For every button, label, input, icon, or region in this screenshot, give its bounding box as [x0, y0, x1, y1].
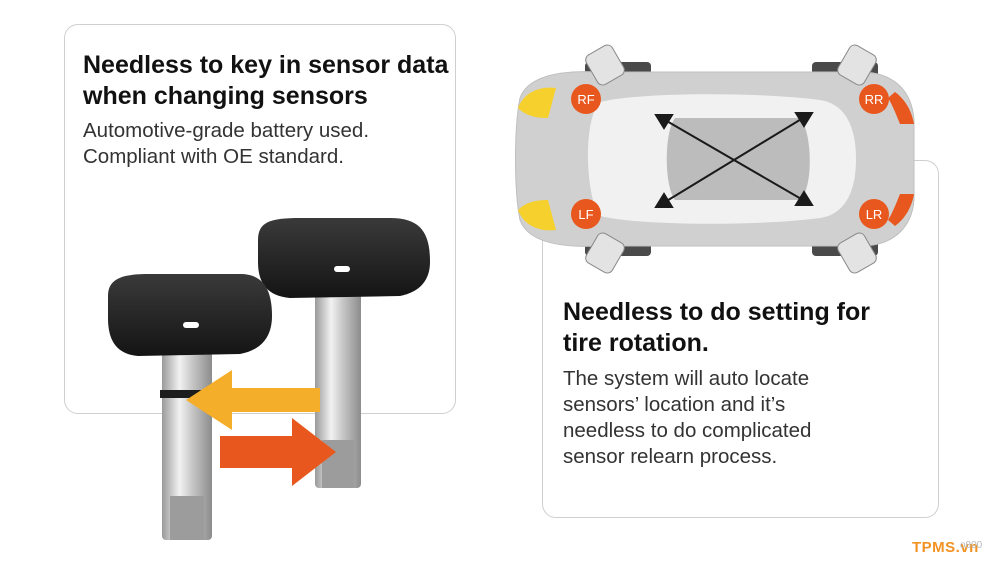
- sensor-data-headline-line1: Needless to key in sensor data: [83, 51, 449, 79]
- sensor-icon-rear-left: [837, 232, 877, 274]
- brand-watermark: TPMS.vn: [912, 539, 979, 556]
- sensor-old-indicator: [183, 322, 199, 328]
- watermark-tag: o800: [960, 540, 983, 551]
- rotation-arrow-diagonal-2: [664, 117, 804, 203]
- sensor-icon-front-right: [585, 44, 625, 86]
- badge-label-rear-left: LR: [866, 207, 883, 222]
- arrow-head-2: [794, 190, 814, 206]
- arrow-head-3: [654, 192, 674, 208]
- sensor-icon-rear-right: [837, 44, 877, 86]
- tire-rotation-description-line4: sensor relearn process.: [563, 445, 778, 468]
- sensor-data-description: Automotive-grade battery used. Compliant…: [83, 118, 443, 170]
- arrow-head-1: [654, 114, 674, 130]
- tire-rotation-description-line2: sensors’ location and it’s: [563, 393, 786, 416]
- sensor-new-housing: [258, 218, 430, 298]
- tire-rotation-headline-line2: tire rotation.: [563, 329, 709, 357]
- sensor-new: [258, 218, 430, 488]
- sensor-data-headline-line2: when changing sensors: [83, 82, 368, 110]
- tire-rotation-headline: Needless to do setting for tire rotation…: [563, 297, 923, 359]
- sensor-data-description-line2: Compliant with OE standard.: [83, 145, 344, 168]
- taillight-left: [888, 194, 914, 226]
- headlight-left: [518, 200, 556, 231]
- arrow-head-4: [794, 112, 814, 128]
- badge-rear-right: [859, 84, 889, 114]
- sensor-replacement-illustration: [108, 218, 430, 540]
- sensor-data-headline: Needless to key in sensor data when chan…: [83, 50, 463, 112]
- badge-label-rear-right: RR: [865, 92, 884, 107]
- arrow-swap-right: [220, 418, 336, 486]
- wheel-sensor-icons: [585, 44, 877, 274]
- badge-label-front-left: LF: [578, 207, 593, 222]
- badge-front-left: [571, 199, 601, 229]
- sensor-icon-front-left: [585, 232, 625, 274]
- badge-label-front-right: RF: [577, 92, 594, 107]
- taillight-right: [888, 92, 914, 124]
- tire-rotation-description: The system will auto locate sensors’ loc…: [563, 366, 893, 470]
- sensor-data-description-line1: Automotive-grade battery used.: [83, 119, 370, 142]
- arrow-swap-left: [186, 370, 320, 430]
- car-top-view: RF RR LF LR: [515, 44, 915, 274]
- tire-rotation-headline-line1: Needless to do setting for: [563, 298, 870, 326]
- sensor-new-valve-stem: [315, 292, 361, 488]
- rotation-arrows: [654, 112, 814, 208]
- badge-rear-left: [859, 199, 889, 229]
- sensor-old-housing: [108, 274, 272, 356]
- sensor-new-indicator: [334, 266, 350, 272]
- headlight-right: [518, 87, 556, 118]
- sensor-old-valve-cap: [170, 496, 204, 540]
- tire-rotation-description-line3: needless to do complicated: [563, 419, 812, 442]
- tire-rotation-description-line1: The system will auto locate: [563, 367, 810, 390]
- badge-front-right: [571, 84, 601, 114]
- sensor-old-ring: [160, 390, 214, 398]
- sensor-old: [108, 274, 272, 540]
- wheel-badges: RF RR LF LR: [571, 84, 889, 229]
